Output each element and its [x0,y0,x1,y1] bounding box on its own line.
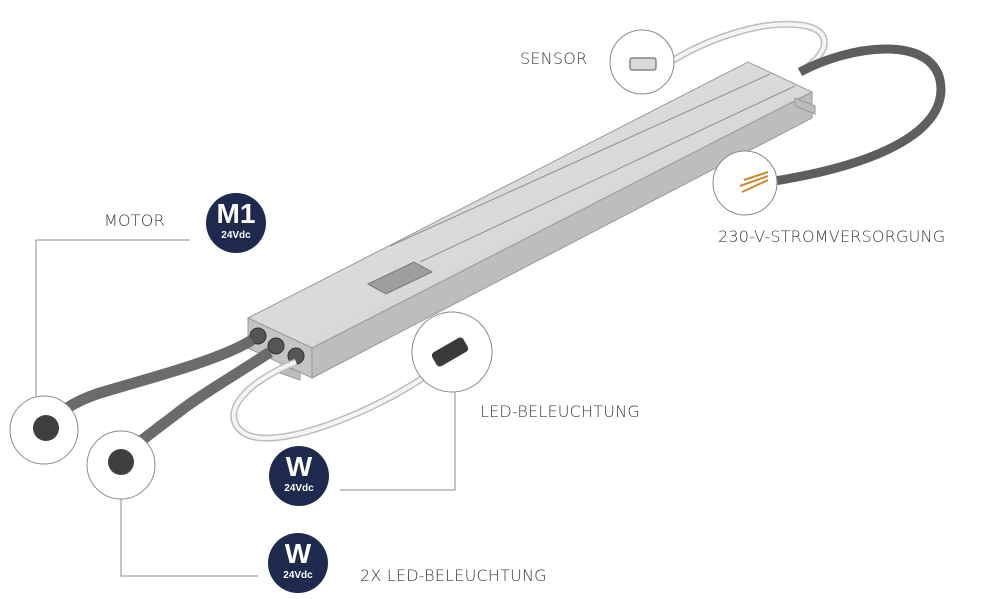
led2x-badge-voltage: 24Vdc [283,570,313,581]
motor-connector-icon [33,415,59,441]
led-leader-line [340,392,456,491]
power-wires-circle [712,150,778,216]
port-motor [249,327,267,345]
led2x-lighting-label: 2X LED-BELEUCHTUNG [360,566,547,585]
power-wires-icon [739,171,769,193]
led2x-badge: W 24Vdc [268,533,328,593]
sensor-connector-icon [629,57,657,71]
led-lighting-label: LED-BELEUCHTUNG [480,402,640,421]
led2x-badge-letter: W [284,538,312,569]
power-cable [767,44,946,187]
port-led2x [267,337,285,355]
motor-label: MOTOR [104,211,165,230]
motor-badge: M1 24Vdc [206,193,266,253]
motor-badge-voltage: 24Vdc [221,230,251,241]
led-badge-voltage: 24Vdc [284,483,314,494]
motor-badge-letter: M1 [216,198,256,229]
led-badge: W 24Vdc [269,446,329,506]
led2x-connector-icon [108,449,134,475]
power-supply-label: 230-V-STROMVERSORGUNG [718,227,946,246]
led-cable [230,358,443,442]
display-panel [366,261,434,295]
sensor-label: SENSOR [520,49,588,68]
led-connector-icon [431,337,469,367]
led-badge-letter: W [285,451,313,482]
motor-leader-line [35,239,190,396]
led2x-leader-line [120,499,258,577]
